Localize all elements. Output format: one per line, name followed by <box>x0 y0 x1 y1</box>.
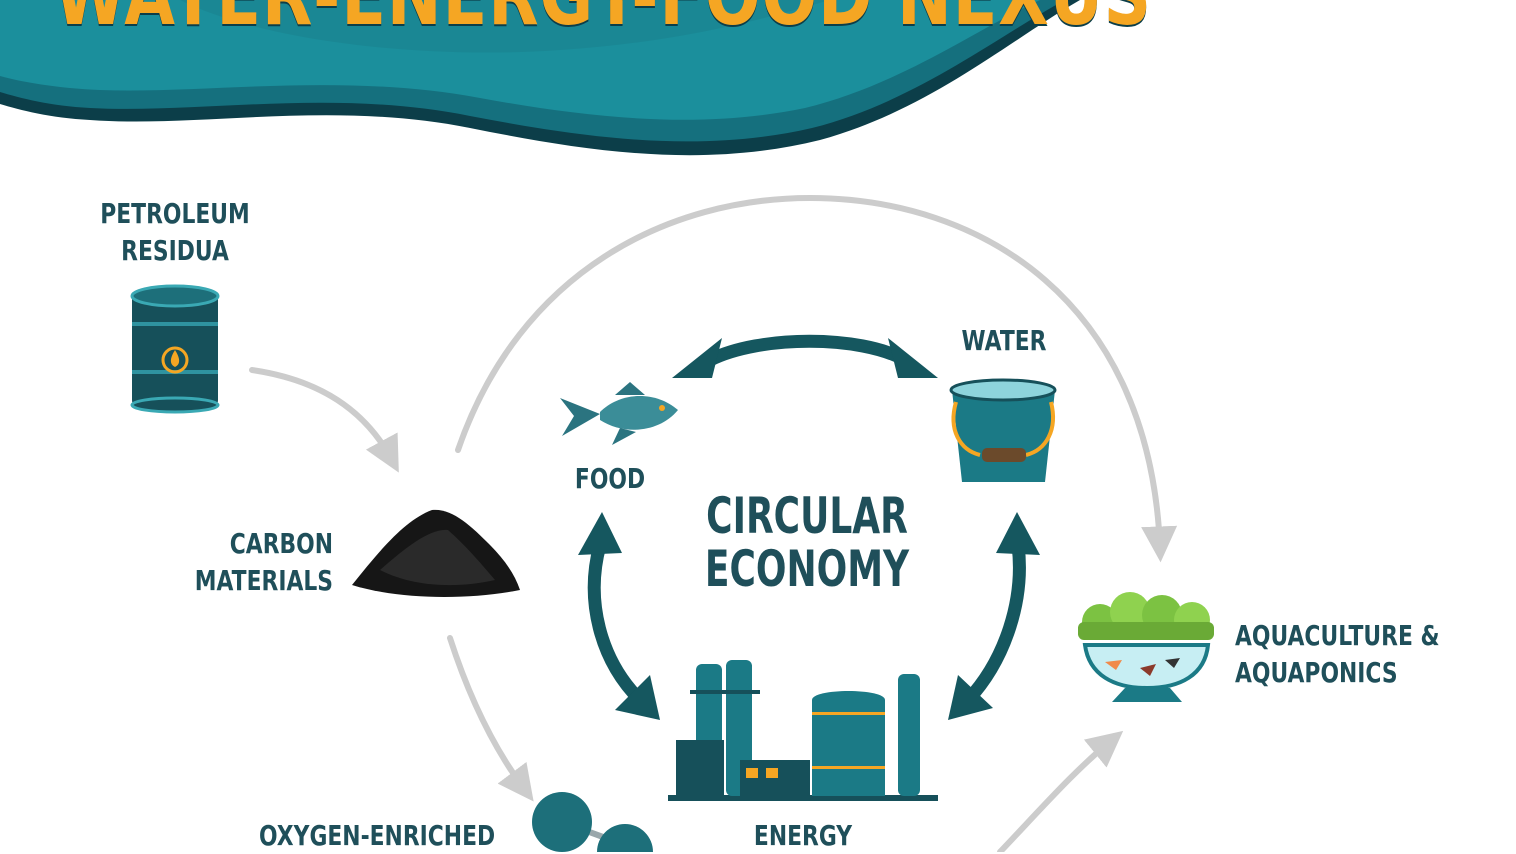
aquaculture-line1: AQUACULTURE & <box>1235 619 1440 652</box>
arrow-petroleum-to-carbon <box>249 367 399 473</box>
food-line1: FOOD <box>574 462 646 495</box>
banner-wave <box>0 0 1080 156</box>
carbon-materials-label: CARBON MATERIALS <box>177 525 333 599</box>
oil-barrel-icon <box>130 284 220 414</box>
banner-title: WATER-ENERGY-FOOD NEXUS <box>54 0 1152 38</box>
petroleum-residua-label: PETROLEUM RESIDUA <box>97 195 253 269</box>
dark-arrows <box>578 334 1040 720</box>
oxygen-line1: OXYGEN-ENRICHED <box>259 819 496 852</box>
circular-economy-title: CIRCULAR ECONOMY <box>699 490 915 596</box>
gray-arrows <box>249 194 1178 852</box>
oxygen-enriched-label: OXYGEN-ENRICHED <box>259 817 496 854</box>
refinery-icon <box>668 660 938 801</box>
energy-line1: ENERGY <box>753 819 853 852</box>
aquaculture-label: AQUACULTURE & AQUAPONICS <box>1235 617 1440 691</box>
energy-label: ENERGY <box>725 817 881 854</box>
aquaponics-bowl-icon <box>1078 592 1214 702</box>
water-line1: WATER <box>961 324 1047 357</box>
fish-icon <box>560 382 678 445</box>
carbon-pile-icon <box>352 509 520 597</box>
petroleum-line1: PETROLEUM <box>100 197 250 230</box>
carbon-line2: MATERIALS <box>194 564 333 597</box>
arrow-energy-to-aquaculture <box>997 730 1124 852</box>
water-label: WATER <box>926 322 1082 359</box>
carbon-line1: CARBON <box>229 527 333 560</box>
arrow-food-water <box>707 334 909 366</box>
center-title-line2: ECONOMY <box>704 540 910 598</box>
molecule-icon <box>532 792 653 852</box>
bucket-icon <box>949 378 1057 482</box>
arrow-carbon-to-aquaculture <box>455 194 1178 563</box>
arrow-carbon-to-oxygen <box>447 635 534 802</box>
center-title-line1: CIRCULAR <box>706 487 908 545</box>
arrow-food-energy <box>587 543 645 705</box>
food-label: FOOD <box>532 460 688 497</box>
arrow-water-energy <box>963 544 1026 705</box>
petroleum-line2: RESIDUA <box>121 234 229 267</box>
aquaculture-line2: AQUAPONICS <box>1235 656 1398 689</box>
